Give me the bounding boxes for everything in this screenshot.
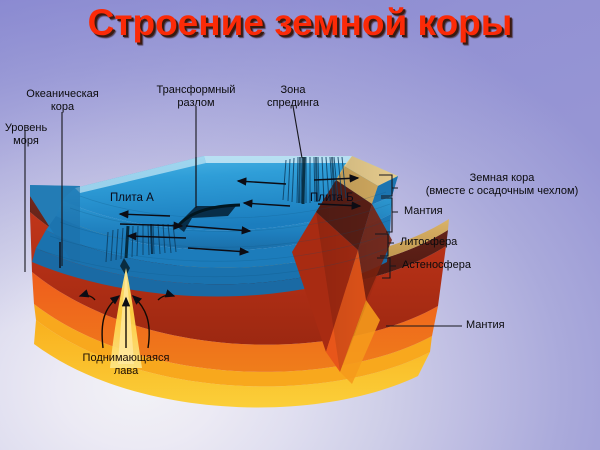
- ocean-bottom-contact: [32, 248, 388, 297]
- arrow-left-bottom: [126, 232, 187, 241]
- right-yellow-strip: [340, 300, 380, 384]
- brace-earth-crust: [379, 174, 398, 197]
- ridge-segment-lower: [105, 223, 177, 263]
- plate-texture: [39, 191, 391, 278]
- side-arrow-right: [157, 289, 176, 301]
- label-spreading-zone-line2: спрединга: [267, 96, 319, 109]
- arrow-left-lower: [118, 210, 171, 219]
- arrow-right-mid: [317, 201, 362, 210]
- label-plate-a: Плита А: [110, 192, 154, 204]
- label-oceanic-crust-line1: Океаническая: [26, 88, 99, 100]
- arrow-right-lower-left: [119, 221, 184, 230]
- label-rising-lava-line2: лава: [113, 364, 139, 377]
- brace-lithosphere: [375, 233, 394, 257]
- ocean-surface-highlight-left: [75, 156, 206, 193]
- label-transform-fault-line2: разлом: [177, 96, 215, 109]
- label-lithosphere: Литосфера: [400, 236, 458, 248]
- curved-arrow-left: [101, 295, 121, 349]
- label-rising-lava-line1: Поднимающаяся: [82, 352, 170, 364]
- label-earth-crust: Земная кора (вместе с осадочным чехлом): [404, 172, 600, 197]
- layer-deep-yellow: [34, 320, 430, 408]
- label-transform-fault: Трансформный разлом: [140, 84, 252, 109]
- arrow-left-upper: [236, 177, 287, 186]
- brace-mantle: [381, 197, 398, 233]
- arrow-left-mid: [242, 199, 291, 208]
- label-rising-lava: Поднимающаяся лава: [55, 352, 197, 377]
- label-oceanic-crust: Океаническая кора: [10, 88, 115, 113]
- label-plate-b: Плита Б: [310, 192, 354, 204]
- label-sea-level-line2: моря: [13, 134, 39, 147]
- label-mantle-upper: Мантия: [404, 205, 443, 217]
- label-sea-level-line1: Уровень: [4, 122, 48, 134]
- arrow-right-upper: [313, 174, 360, 183]
- right-cross-section: [292, 156, 398, 384]
- rising-lava-plume: [78, 268, 176, 368]
- label-asthenosphere: Астеносфера: [402, 259, 471, 271]
- label-earth-crust-line2: (вместе с осадочным чехлом): [425, 184, 579, 197]
- brace-asthenosphere: [377, 257, 396, 279]
- curved-arrow-right: [131, 295, 150, 349]
- side-arrow-left: [78, 289, 96, 301]
- layer-braces: [375, 174, 398, 279]
- left-cross-section: [30, 185, 80, 272]
- leader-spreading-zone: [292, 105, 303, 159]
- label-spreading-zone-line1: Зона: [280, 84, 306, 96]
- label-mantle-lower: Мантия: [466, 319, 505, 331]
- plate-motion-arrows: [59, 174, 362, 268]
- leader-lines: [24, 105, 462, 327]
- arrow-ridge-right: [185, 225, 252, 235]
- label-spreading-zone: Зона спрединга: [252, 84, 334, 109]
- label-sea-level: Уровень моря: [0, 122, 52, 147]
- label-oceanic-crust-line2: кора: [50, 100, 75, 113]
- arrow-right-bottom: [187, 247, 250, 256]
- label-earth-crust-line1: Земная кора: [469, 172, 535, 184]
- label-transform-fault-line1: Трансформный: [156, 84, 236, 96]
- page-title: Строение земной коры: [87, 2, 513, 43]
- spreading-ridge-striations: [282, 156, 347, 205]
